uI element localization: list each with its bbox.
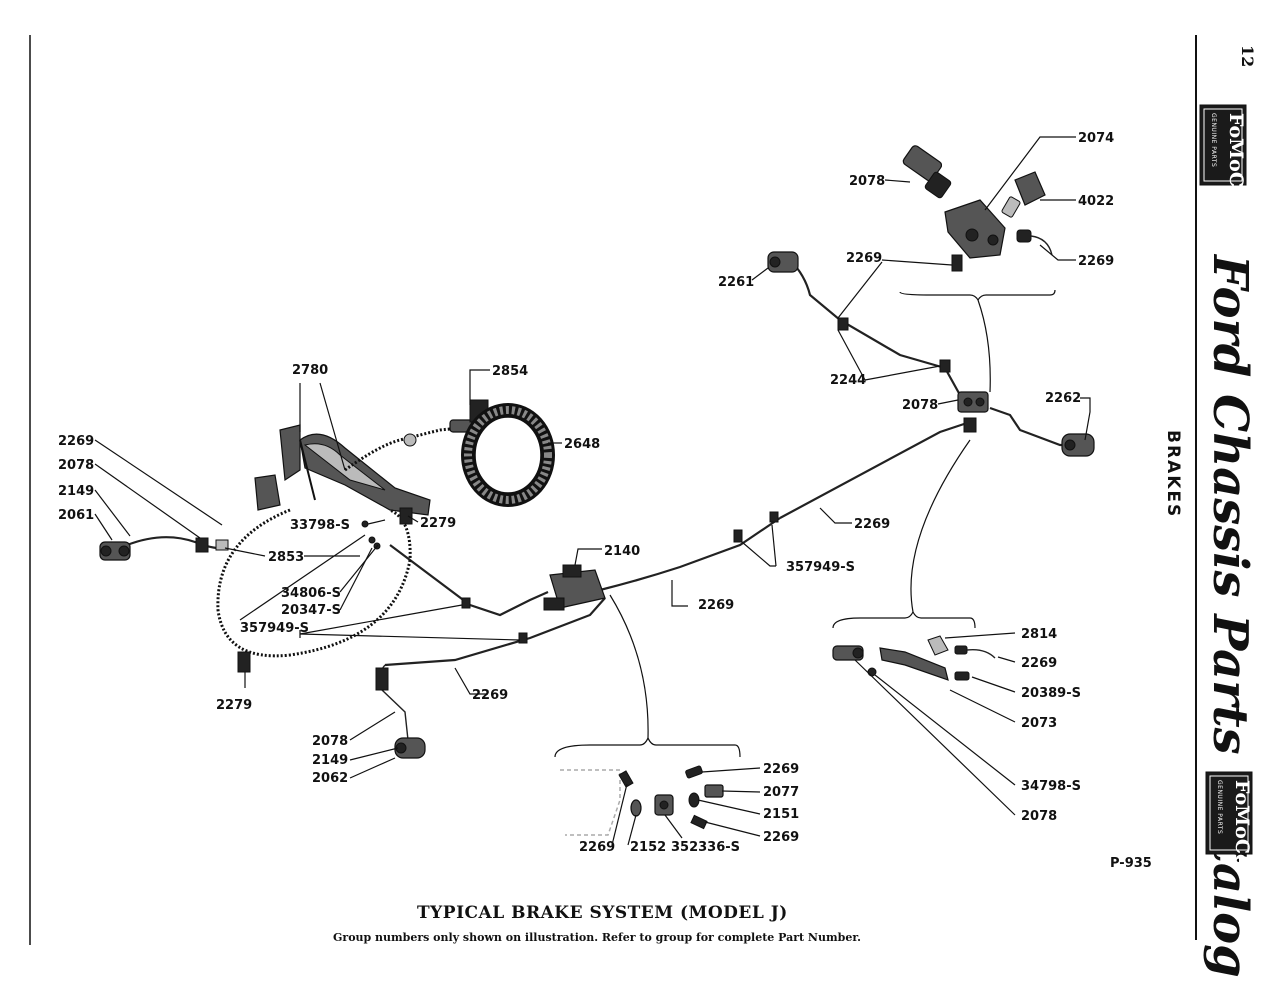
label-2854: 2854	[492, 364, 528, 379]
label-2269-lower: 2269	[472, 688, 508, 703]
label-2077: 2077	[763, 785, 799, 800]
label-34806-s: 34806-S	[281, 586, 341, 601]
label-2269-top-a: 2269	[846, 251, 882, 266]
label-2269-detail-1: 2269	[763, 762, 799, 777]
label-352336-s: 352336-S	[671, 840, 740, 855]
catalog-title-text: Ford Chassis Parts Catalog	[1202, 253, 1258, 978]
logo-mark: FoMoCo	[1225, 113, 1247, 200]
label-2269-bottom-right: 2269	[1021, 656, 1057, 671]
label-2780: 2780	[292, 363, 328, 378]
label-2149-left: 2149	[58, 484, 94, 499]
junction-block-right	[957, 391, 989, 433]
label-2074: 2074	[1078, 131, 1114, 146]
label-2244: 2244	[830, 373, 866, 388]
parking-brake-lever	[254, 424, 431, 516]
label-2269-mid: 2269	[854, 517, 890, 532]
wheel-cylinder-front-left	[99, 541, 131, 561]
wheel-cylinder-2261	[767, 251, 799, 273]
label-2152: 2152	[630, 840, 666, 855]
label-2269-mid2: 2269	[698, 598, 734, 613]
brake-band-2648	[461, 403, 555, 507]
label-2269-top-b: 2269	[1078, 254, 1114, 269]
label-20347-s: 20347-S	[281, 603, 341, 618]
label-2140: 2140	[604, 544, 640, 559]
bracket-2279-upper	[399, 507, 413, 525]
label-2261: 2261	[718, 275, 754, 290]
label-33798-s: 33798-S	[290, 518, 350, 533]
logo-subtext: GENUINE PARTS	[1210, 113, 1217, 167]
label-2061: 2061	[58, 508, 94, 523]
label-4022: 4022	[1078, 194, 1114, 209]
label-2648: 2648	[564, 437, 600, 452]
page-number: 12	[1238, 45, 1257, 67]
label-2853: 2853	[268, 550, 304, 565]
catalog-side-title: Ford Chassis Parts Catalog	[1202, 253, 1258, 978]
label-357949-s-mid: 357949-S	[786, 560, 855, 575]
label-2814: 2814	[1021, 627, 1057, 642]
label-2269-detail-3: 2269	[579, 840, 615, 855]
label-20389-s: 20389-S	[1021, 686, 1081, 701]
parking-brake-cable	[216, 426, 461, 658]
label-2149-bottom-left: 2149	[312, 753, 348, 768]
figure-title: TYPICAL BRAKE SYSTEM (MODEL J)	[417, 903, 788, 923]
label-2279-lower: 2279	[216, 698, 252, 713]
fomoco-logo-bottom: FoMoCo GENUINE PARTS	[1205, 771, 1253, 867]
label-2262: 2262	[1045, 391, 1081, 406]
master-cylinder-2140	[543, 564, 606, 611]
line-clips	[461, 317, 951, 644]
section-label-text: BRAKES	[1163, 430, 1183, 518]
page-number-text: 12	[1238, 45, 1257, 67]
logo-mark-2: FoMoCo	[1231, 780, 1253, 867]
label-2269-detail-2: 2269	[763, 830, 799, 845]
label-357949-s-left: 357949-S	[240, 621, 309, 636]
detail-braces	[554, 289, 1056, 758]
detail-bracket-right	[832, 635, 996, 681]
label-2078-junction: 2078	[902, 398, 938, 413]
leader-lines	[94, 136, 1091, 846]
label-2062: 2062	[312, 771, 348, 786]
figure-note: Group numbers only shown on illustration…	[333, 931, 861, 944]
label-2078-top: 2078	[849, 174, 885, 189]
hose-clip-left	[195, 537, 229, 553]
label-34798-s: 34798-S	[1021, 779, 1081, 794]
fomoco-logo-top: FoMoCo GENUINE PARTS	[1199, 104, 1247, 200]
wheel-cylinder-rear-left	[375, 667, 426, 759]
label-2078-bottom-left: 2078	[312, 734, 348, 749]
part-labels: 2074 2078 4022 2269 2269 2261 2244 2078 …	[58, 131, 1152, 871]
label-2073: 2073	[1021, 716, 1057, 731]
brake-lines	[119, 259, 1075, 741]
label-2078-left: 2078	[58, 458, 94, 473]
label-2279-upper: 2279	[420, 516, 456, 531]
label-2269-left: 2269	[58, 434, 94, 449]
plate-number: P-935	[1110, 856, 1152, 871]
bracket-2279-lower	[237, 651, 251, 673]
label-2078-bottom-right: 2078	[1021, 809, 1057, 824]
label-2151: 2151	[763, 807, 799, 822]
section-label: BRAKES	[1163, 430, 1183, 518]
logo-subtext-2: GENUINE PARTS	[1216, 780, 1223, 834]
wheel-cylinder-2262	[1061, 433, 1095, 457]
detail-fittings-center	[560, 765, 724, 836]
detail-tee-assembly	[902, 145, 1053, 272]
